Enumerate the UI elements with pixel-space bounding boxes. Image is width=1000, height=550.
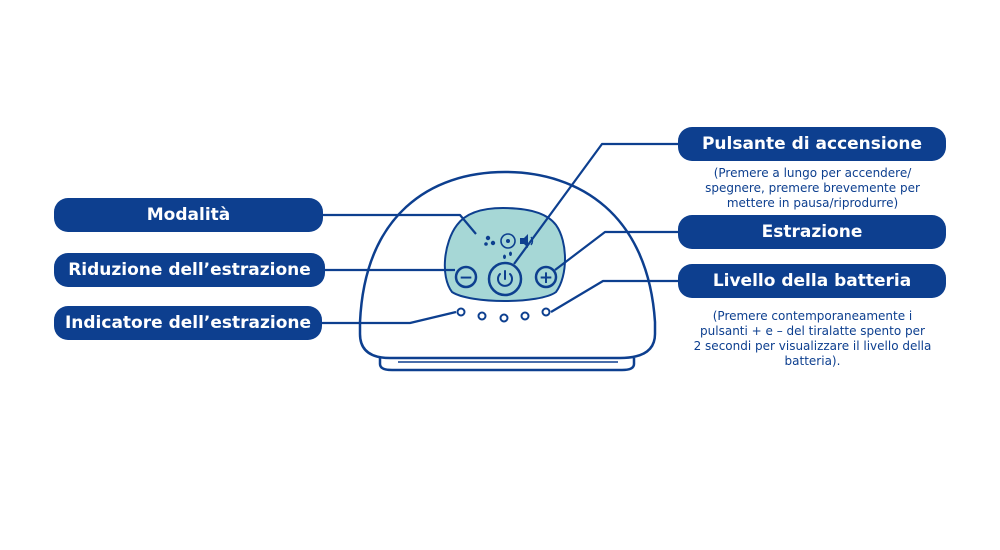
label-batteria: Livello della batteria: [678, 264, 946, 298]
label-estrazione: Estrazione: [678, 215, 946, 249]
note-line: 2 secondi per visualizzare il livello de…: [693, 339, 932, 353]
note-line: (Premere a lungo per accendere/: [713, 166, 912, 180]
minus-icon: −: [459, 268, 473, 288]
mode-icon: [484, 233, 534, 259]
plus-button[interactable]: +: [534, 265, 558, 289]
indicator-dot: [499, 313, 509, 323]
label-riduzione: Riduzione dell’estrazione: [54, 253, 325, 287]
plus-icon: +: [539, 268, 553, 288]
indicator-dot: [541, 307, 551, 317]
power-button[interactable]: [487, 261, 523, 297]
leader-batteria: [550, 279, 678, 313]
indicator-dot: [456, 307, 466, 317]
leader-modalita: [323, 213, 477, 235]
note-line: (Premere contemporaneamente i: [712, 309, 913, 323]
indicator-dot: [520, 311, 530, 321]
leader-indicatore: [322, 310, 457, 325]
leader-estrazione: [554, 230, 678, 271]
leader-accensione: [513, 142, 678, 265]
note-line: batteria).: [784, 354, 841, 368]
indicator-dot: [477, 311, 487, 321]
note-line: spegnere, premere brevemente per: [705, 181, 920, 195]
note-line: mettere in pausa/riprodurre): [726, 196, 899, 210]
note-line: pulsanti + e – del tiralatte spento per: [700, 324, 925, 338]
note-accensione: (Premere a lungo per accendere/ spegnere…: [670, 166, 955, 211]
note-batteria: (Premere contemporaneamente i pulsanti +…: [670, 309, 955, 369]
label-accensione: Pulsante di accensione: [678, 127, 946, 161]
indicator-dots: [456, 307, 551, 323]
label-indicatore: Indicatore dell’estrazione: [54, 306, 322, 340]
minus-button[interactable]: −: [454, 265, 478, 289]
label-modalita: Modalità: [54, 198, 323, 232]
power-icon: [497, 273, 513, 287]
leader-lines: [322, 142, 678, 325]
